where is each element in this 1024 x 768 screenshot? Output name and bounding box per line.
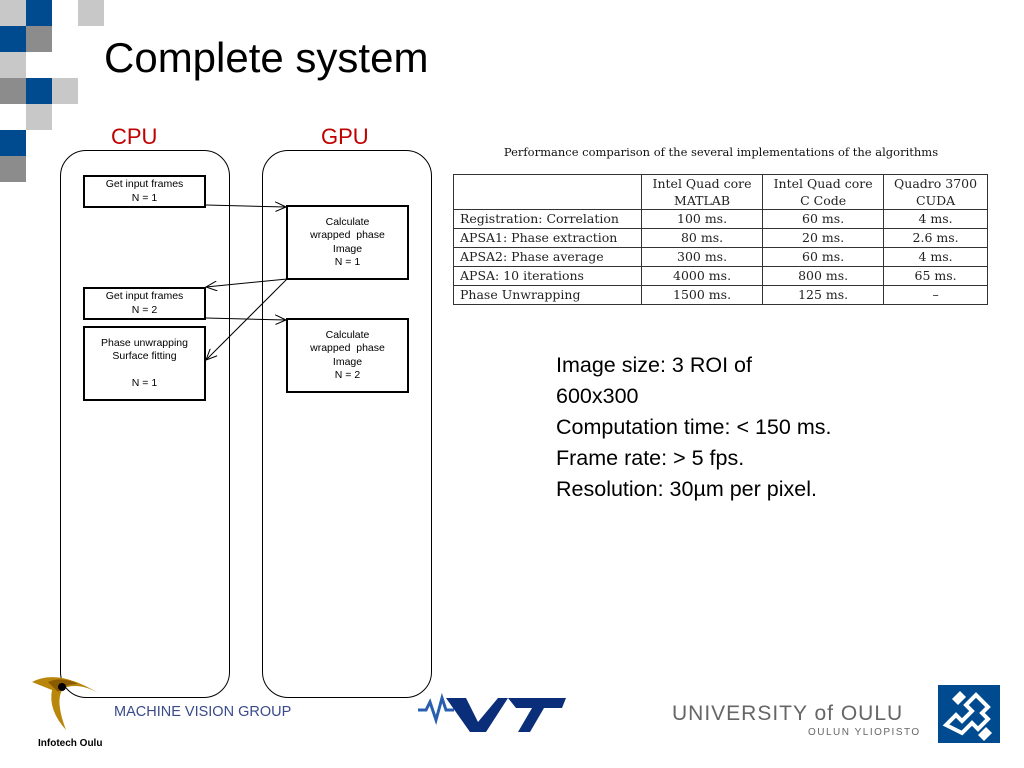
system-specs: Image size: 3 ROI of 600x300 Computation… bbox=[556, 350, 896, 505]
corner-squares-decoration bbox=[0, 0, 104, 182]
table-cell: APSA1: Phase extraction bbox=[453, 228, 642, 248]
table-cell: 125 ms. bbox=[762, 285, 885, 305]
spec-line: Frame rate: > 5 fps. bbox=[556, 446, 745, 470]
slide-title: Complete system bbox=[104, 34, 429, 81]
spec-line: Computation time: < 150 ms. bbox=[556, 415, 832, 439]
table-cell: 4 ms. bbox=[883, 247, 988, 267]
gpu-label: GPU bbox=[321, 124, 369, 149]
table-cell: 2.6 ms. bbox=[883, 228, 988, 248]
table-cell: 4000 ms. bbox=[640, 266, 764, 286]
table-row: Phase Unwrapping 1500 ms. 125 ms. – bbox=[453, 285, 988, 305]
table-header-cell: Intel Quad core C Code bbox=[762, 174, 885, 210]
header-line: MATLAB bbox=[674, 193, 731, 208]
table-cell: – bbox=[883, 285, 988, 305]
cpu-box-get-frames-1: Get input frames N = 1 bbox=[83, 175, 206, 208]
box-line: N = 2 bbox=[131, 303, 158, 316]
table-cell: 4 ms. bbox=[883, 209, 988, 229]
infotech-logo-text: Infotech Oulu bbox=[38, 738, 103, 749]
table-cell: 80 ms. bbox=[640, 228, 764, 248]
vtt-logo bbox=[418, 692, 566, 732]
box-line: wrapped phase bbox=[310, 229, 385, 241]
box-line bbox=[85, 364, 204, 378]
header-line: Intel Quad core bbox=[773, 176, 873, 191]
table-cell: 100 ms. bbox=[640, 209, 764, 229]
table-row: Registration: Correlation 100 ms. 60 ms.… bbox=[453, 209, 988, 229]
table-row: APSA1: Phase extraction 80 ms. 20 ms. 2.… bbox=[453, 228, 988, 248]
spec-line: Resolution: 30µm per pixel. bbox=[556, 477, 817, 501]
box-line: N = 1 bbox=[131, 191, 158, 204]
footer-group-name: MACHINE VISION GROUP bbox=[114, 704, 292, 720]
box-line: Image bbox=[332, 355, 363, 368]
infotech-oulu-logo: Infotech Oulu bbox=[28, 668, 108, 758]
box-line: N = 1 bbox=[131, 377, 158, 389]
spec-line: 600x300 bbox=[556, 384, 639, 408]
box-line: N = 1 bbox=[334, 256, 361, 268]
table-cell: Registration: Correlation bbox=[453, 209, 642, 229]
university-subtitle: OULUN YLIOPISTO bbox=[808, 727, 921, 738]
table-header-cell bbox=[453, 174, 642, 210]
table-cell: APSA: 10 iterations bbox=[453, 266, 642, 286]
box-line: Calculate bbox=[325, 215, 370, 228]
cpu-box-phase-unwrapping: Phase unwrapping Surface fitting N = 1 bbox=[83, 326, 206, 401]
table-cell: 60 ms. bbox=[762, 209, 885, 229]
cpu-box-get-frames-2: Get input frames N = 2 bbox=[83, 287, 206, 320]
table-row: APSA2: Phase average 300 ms. 60 ms. 4 ms… bbox=[453, 247, 988, 267]
box-line: wrapped phase bbox=[310, 342, 385, 354]
table-cell: 800 ms. bbox=[762, 266, 885, 286]
table-cell: 60 ms. bbox=[762, 247, 885, 267]
header-line: Quadro 3700 bbox=[894, 176, 978, 191]
table-row: APSA: 10 iterations 4000 ms. 800 ms. 65 … bbox=[453, 266, 988, 286]
header-line: Intel Quad core bbox=[652, 176, 752, 191]
table-cell: Phase Unwrapping bbox=[453, 285, 642, 305]
spec-line: Image size: 3 ROI of bbox=[556, 353, 752, 377]
box-line: Get input frames bbox=[105, 290, 184, 302]
table-cell: 300 ms. bbox=[640, 247, 764, 267]
table-cell: 20 ms. bbox=[762, 228, 885, 248]
box-line: Phase unwrapping bbox=[101, 336, 188, 349]
table-cell: 1500 ms. bbox=[640, 285, 764, 305]
table-cell: APSA2: Phase average bbox=[453, 247, 642, 267]
header-line: CUDA bbox=[916, 193, 956, 208]
box-line: Surface fitting bbox=[112, 350, 177, 362]
cpu-label: CPU bbox=[111, 124, 158, 149]
table-caption: Performance comparison of the several im… bbox=[503, 145, 939, 159]
header-line: C Code bbox=[800, 193, 847, 208]
box-line: N = 2 bbox=[334, 369, 361, 381]
university-oulu-logo bbox=[938, 685, 1000, 743]
university-name: UNIVERSITY of OULU bbox=[672, 702, 904, 725]
gpu-box-calculate-1: Calculate wrapped phase Image N = 1 bbox=[286, 205, 409, 280]
box-line: Calculate bbox=[325, 328, 370, 341]
cpu-lane bbox=[60, 150, 230, 698]
gpu-box-calculate-2: Calculate wrapped phase Image N = 2 bbox=[286, 318, 409, 393]
table-cell: 65 ms. bbox=[883, 266, 988, 286]
box-line: Get input frames bbox=[105, 178, 184, 190]
infotech-bird-icon bbox=[32, 677, 100, 730]
box-line: Image bbox=[332, 242, 363, 255]
